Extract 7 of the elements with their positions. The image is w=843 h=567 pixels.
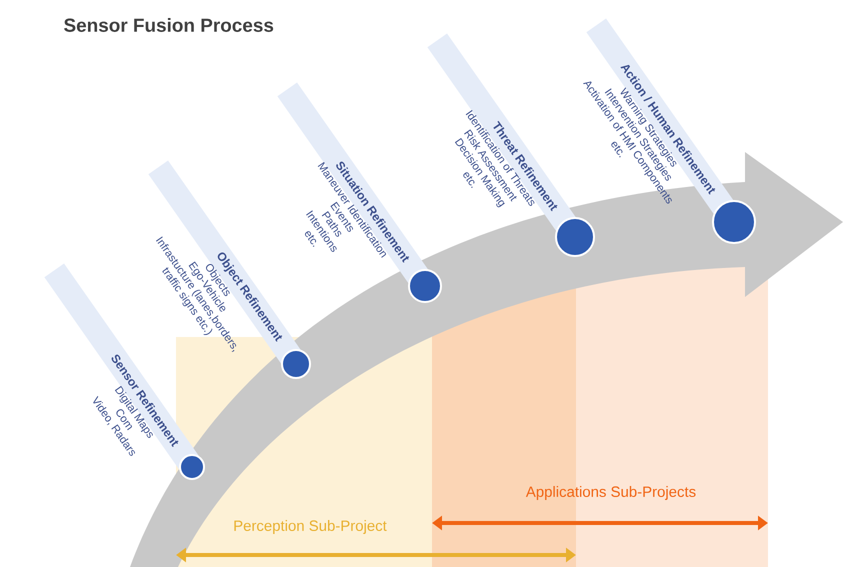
- title: Sensor Fusion Process: [64, 18, 274, 32]
- span-label: Perception Sub-Project: [234, 520, 387, 534]
- span-label: Applications Sub-Projects: [526, 486, 696, 500]
- stage-dot: [712, 200, 756, 244]
- stage-dot: [555, 216, 595, 257]
- stage-dot: [408, 268, 442, 303]
- stage-dot: [281, 348, 311, 379]
